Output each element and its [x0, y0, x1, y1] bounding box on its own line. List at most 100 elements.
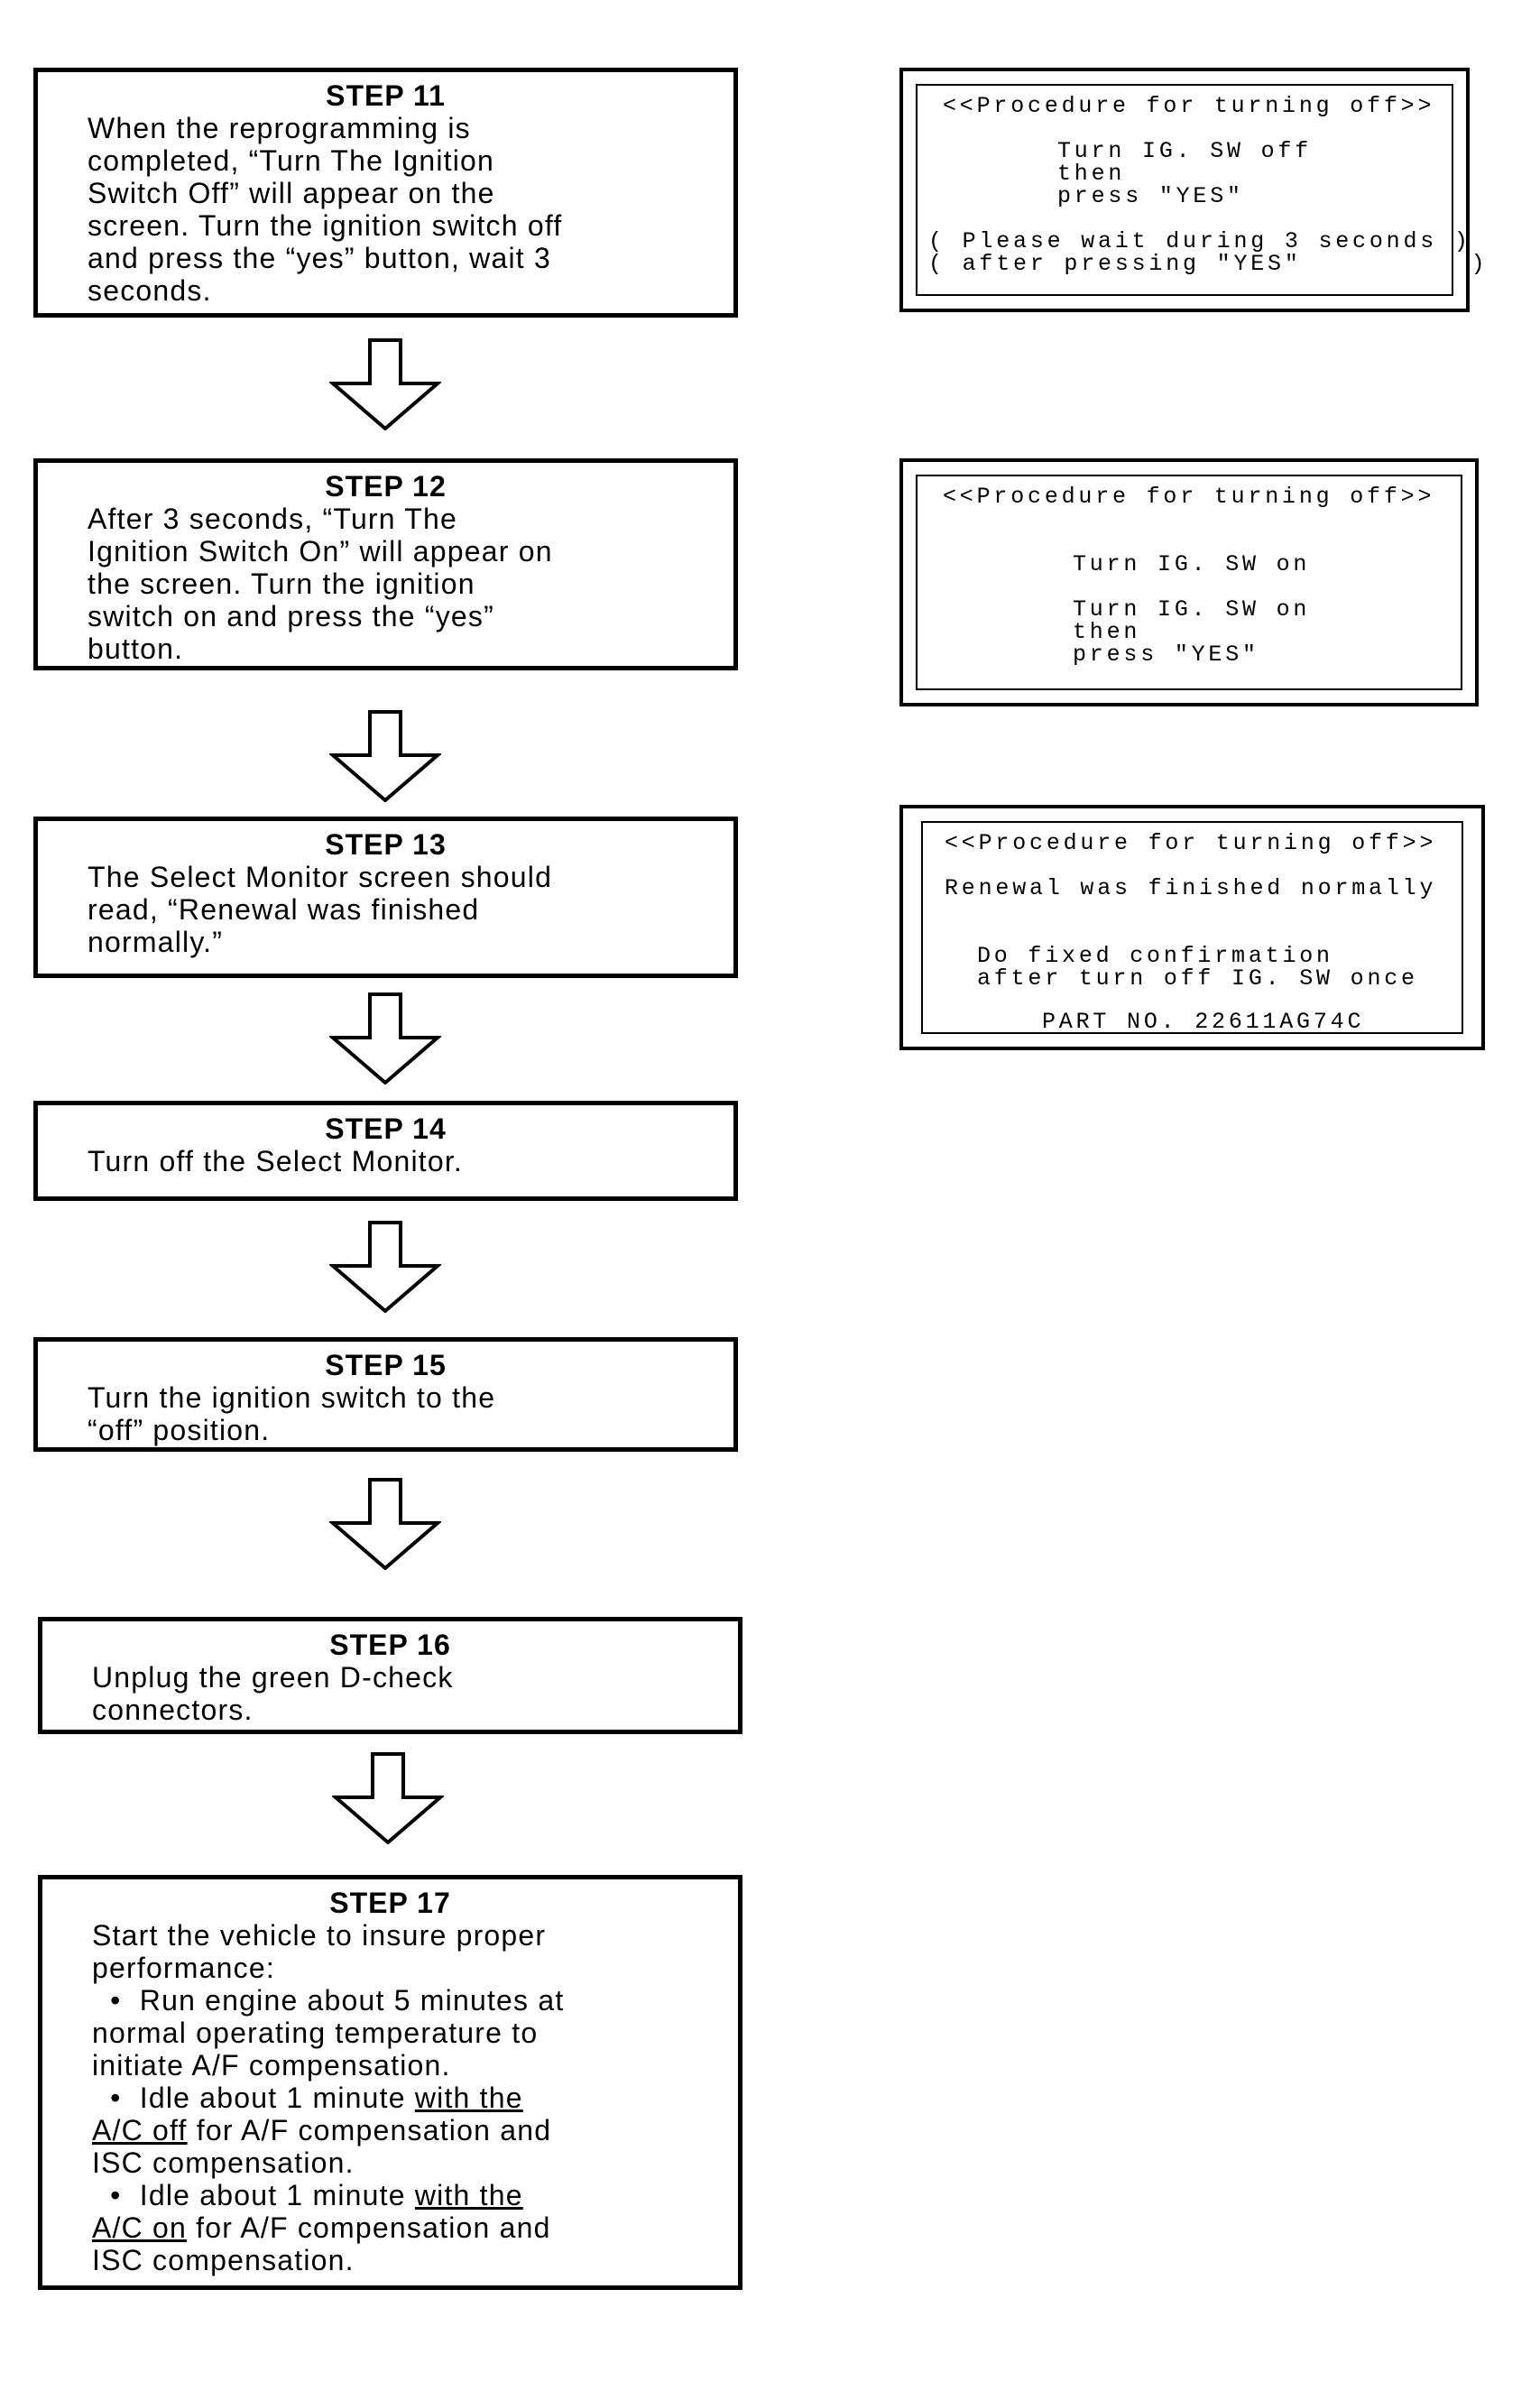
text-segment: After 3 seconds, “Turn The [88, 503, 458, 535]
step-text-line: connectors. [42, 1694, 738, 1726]
text-segment: seconds. [88, 274, 212, 307]
step-text-line: • Run engine about 5 minutes at [42, 1984, 738, 2017]
step-title: STEP 17 [329, 1887, 451, 1919]
screen-title: <<Procedure for turning off>> [943, 484, 1435, 510]
step-text-line: • Idle about 1 minute with the [42, 2082, 738, 2114]
text-segment: When the reprogramming is [88, 112, 471, 144]
text-segment: Turn off the Select Monitor. [88, 1145, 464, 1177]
step-text-line: normally.” [38, 926, 733, 958]
down-arrow-icon [329, 1478, 441, 1570]
screen-line: Turn IG. SW on [1073, 551, 1311, 577]
text-segment: Switch Off” will appear on the [88, 177, 495, 209]
down-arrow-icon [332, 1752, 444, 1844]
down-arrow-icon [329, 1221, 441, 1313]
step-text-line: A/C on for A/F compensation and [42, 2211, 738, 2244]
text-segment: read, “Renewal was finished [88, 893, 480, 926]
text-segment: screen. Turn the ignition switch off [88, 209, 563, 242]
text-segment: The Select Monitor screen should [88, 861, 553, 893]
screen-turn-ig-on: <<Procedure for turning off>> Turn IG. S… [899, 458, 1479, 706]
screen-title: <<Procedure for turning off>> [943, 93, 1435, 119]
text-segment: and press the “yes” button, wait 3 [88, 242, 551, 274]
text-segment: “off” position. [88, 1414, 271, 1446]
underlined-text: with the [414, 2179, 523, 2211]
screen-frame: <<Procedure for turning off>> Turn IG. S… [916, 475, 1462, 690]
step-text-line: Start the vehicle to insure proper [42, 1919, 738, 1952]
step-title: STEP 16 [329, 1629, 451, 1661]
step-text-line: ISC compensation. [42, 2146, 738, 2179]
step-text-line: The Select Monitor screen should [38, 861, 733, 893]
step-title: STEP 11 [326, 79, 446, 112]
step-text-line: button. [38, 632, 733, 665]
text-segment: normally.” [88, 926, 224, 958]
screen-line: Turn IG. SW on [1073, 596, 1311, 623]
screen-renewal-finished: <<Procedure for turning off>> Renewal wa… [899, 805, 1485, 1050]
down-arrow-icon [329, 992, 441, 1085]
text-segment: Start the vehicle to insure proper [92, 1919, 547, 1952]
step-text-line: A/C off for A/F compensation and [42, 2114, 738, 2146]
step-title: STEP 12 [325, 470, 447, 503]
down-arrow-icon [329, 710, 441, 802]
text-segment: Unplug the green D-check [92, 1661, 454, 1694]
step-text-line: • Idle about 1 minute with the [42, 2179, 738, 2211]
text-segment: for A/F compensation and [187, 2211, 551, 2244]
step-text-line: ISC compensation. [42, 2244, 738, 2276]
text-segment: for A/F compensation and [187, 2114, 552, 2146]
step-text-line: When the reprogramming is [38, 112, 733, 144]
step-title: STEP 15 [325, 1349, 447, 1381]
underlined-text: A/C on [92, 2211, 188, 2244]
screen-line: Do fixed confirmation [977, 943, 1333, 969]
screen-line: ( Please wait during 3 seconds ) [928, 228, 1471, 254]
step-text-line: switch on and press the “yes” [38, 600, 733, 632]
step-title: STEP 14 [325, 1112, 447, 1145]
screen-frame: <<Procedure for turning off>> Renewal wa… [921, 821, 1463, 1034]
screen-line: Turn IG. SW off [1057, 138, 1313, 164]
step-text-line: Switch Off” will appear on the [38, 177, 733, 209]
step-text-line: initiate A/F compensation. [42, 2049, 738, 2082]
text-segment: ISC compensation. [92, 2244, 355, 2276]
text-segment: ISC compensation. [92, 2146, 355, 2179]
underlined-text: A/C off [92, 2114, 188, 2146]
screen-line: press "YES" [1057, 183, 1244, 209]
text-segment: Ignition Switch On” will appear on [88, 535, 553, 568]
step-text-line: and press the “yes” button, wait 3 [38, 242, 733, 274]
step-text-line: the screen. Turn the ignition [38, 568, 733, 600]
screen-line: then [1073, 619, 1141, 645]
screen-line: PART NO. 22611AG74C [1042, 1009, 1365, 1035]
screen-turn-ig-off: <<Procedure for turning off>> Turn IG. S… [899, 68, 1485, 312]
screen-line: ( after pressing "YES" ) [928, 251, 1489, 277]
text-segment: • Idle about 1 minute [92, 2179, 415, 2211]
down-arrow-icon [329, 338, 441, 430]
step-text-line: After 3 seconds, “Turn The [38, 503, 733, 535]
text-segment: switch on and press the “yes” [88, 600, 494, 632]
screen-line: after turn off IG. SW once [977, 965, 1418, 992]
text-segment: initiate A/F compensation. [92, 2049, 451, 2082]
step-text-line: read, “Renewal was finished [38, 893, 733, 926]
step-text-line: “off” position. [38, 1414, 733, 1446]
text-segment: • Run engine about 5 minutes at [92, 1984, 565, 2017]
screen-line: press "YES" [1073, 642, 1259, 668]
text-segment: completed, “Turn The Ignition [88, 144, 495, 177]
step-text-line: screen. Turn the ignition switch off [38, 209, 733, 242]
text-segment: normal operating temperature to [92, 2017, 539, 2049]
text-segment: performance: [92, 1952, 275, 1984]
text-segment: button. [88, 632, 184, 665]
step-title: STEP 13 [325, 828, 447, 861]
step-text-line: Turn the ignition switch to the [38, 1381, 733, 1414]
screen-line: Renewal was finished normally [945, 875, 1437, 901]
text-segment: connectors. [92, 1694, 254, 1726]
screen-frame: <<Procedure for turning off>> Turn IG. S… [916, 84, 1485, 296]
step-text-line: normal operating temperature to [42, 2017, 738, 2049]
step-text-line: Turn off the Select Monitor. [38, 1145, 733, 1177]
screen-title: <<Procedure for turning off>> [945, 830, 1437, 856]
underlined-text: with the [414, 2082, 523, 2114]
step-text-line: seconds. [38, 274, 733, 307]
step-text-line: completed, “Turn The Ignition [38, 144, 733, 177]
text-segment: • Idle about 1 minute [92, 2082, 415, 2114]
